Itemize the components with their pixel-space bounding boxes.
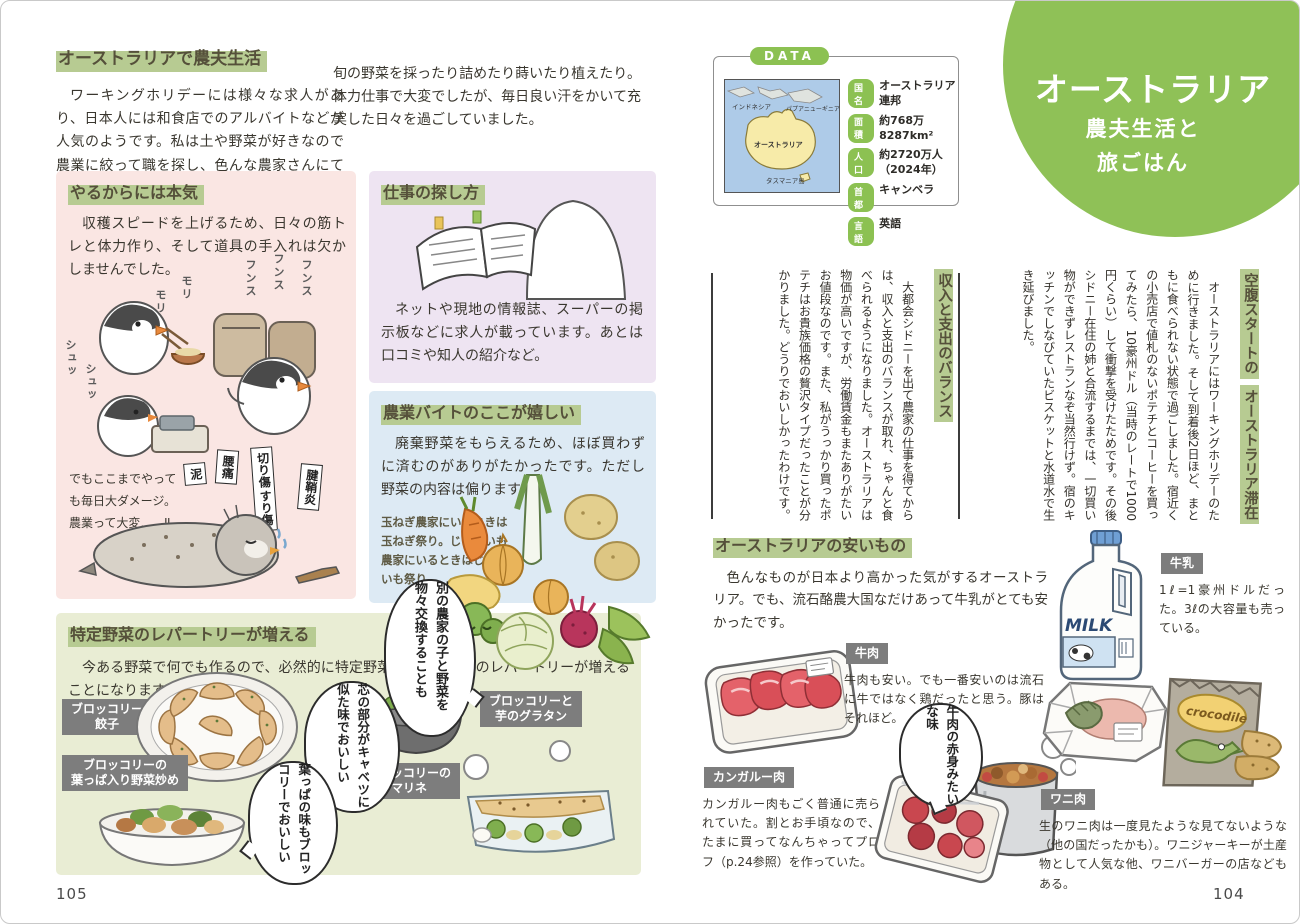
chapter-title: オーストラリア — [1034, 70, 1272, 109]
croc-text: 生のワニ肉は一度見たような見てないような（他の国だったかも）。ワニジャーキーが土… — [1039, 819, 1287, 891]
hungry-start-title-line2: オーストラリア滞在 — [1239, 385, 1259, 524]
bird-reading-illustration — [415, 199, 627, 300]
hungry-start-body: オーストラリアにはワーキングホリデーのために行きました。そして到着後2日ほど、ま… — [1020, 269, 1221, 521]
map-label-png: パプアニューギニア — [786, 106, 840, 113]
exhausted-bird-illustration — [78, 504, 341, 588]
left-page-title: オーストラリアで農夫生活 — [56, 48, 268, 73]
balance-title: 収入と支出のバランス — [928, 269, 955, 525]
trade-speech-bubble: 別の農家の子と野菜を物々交換することも — [384, 579, 476, 737]
kangaroo-meat-illustration — [874, 775, 1009, 884]
training-box-body: 収穫スピードを上げるため、日々の筋トレと体力作り、そして道具の手入れは欠かしませ… — [68, 216, 346, 279]
australia-map: インドネシア パプアニューギニア オーストラリア タスマニア島 — [724, 79, 840, 193]
repertoire-box-title: 特定野菜のレパートリーが増える — [68, 624, 316, 647]
trade-bubble-text: 別の農家の子と野菜を物々交換することも — [412, 581, 449, 711]
milk-label: 牛乳 — [1161, 553, 1204, 574]
sfx-funsu-2: フンス — [272, 253, 285, 292]
balance-title-line: 収入と支出のバランス — [933, 269, 953, 422]
data-value-population: 約2720万人（2024年） — [879, 148, 943, 177]
stirfry-label: ブロッコリーの 葉っぱ入り野菜炒め — [62, 755, 189, 791]
data-row-language: 言語 英語 — [848, 217, 958, 247]
map-label-tasmania: タスマニア島 — [766, 176, 805, 185]
sfx-mori-2: モリ — [180, 275, 193, 301]
map-label-indonesia: インドネシア — [732, 103, 772, 111]
data-pill-population: 人口 — [848, 148, 875, 178]
perks-box-title: 農業バイトのここが嬉しい — [381, 402, 582, 425]
sfx-mori-1: モリ — [154, 289, 167, 315]
chapter-subtitle-2: 旅ごはん — [1097, 151, 1189, 175]
job-search-title: 仕事の探し方 — [381, 182, 486, 205]
injury-label-backpain: 腰痛 — [219, 454, 236, 480]
intro-paragraph-col2: 旬の野菜を採ったり詰めたり蒔いたり植えたり。体力仕事で大変でしたが、毎日良い汗を… — [333, 66, 641, 129]
repertoire-box-body: 今ある野菜で何でも作るので、必然的に特定野菜を使った料理のレパートリーが増えるこ… — [68, 660, 630, 700]
data-value-country: オーストラリア連邦 — [879, 79, 956, 107]
milk-bottle-illustration: MILK — [1059, 530, 1143, 681]
cheap-section-intro: 色んなものが日本より高かった気がするオーストラリア。でも、流石酪農大国なだけあっ… — [713, 570, 1048, 631]
training-box: やるからには本気 収穫スピードを上げるため、日々の筋トレと体力作り、そして道具の… — [56, 171, 356, 599]
sfx-shu-1: シュッ — [64, 339, 77, 378]
crocodile-meat-illustration — [1042, 681, 1168, 763]
croc-label: ワニ肉 — [1041, 789, 1096, 810]
data-pill-area: 面積 — [848, 113, 875, 143]
leaf-taste-text: 葉っぱの味もブロッコリーでおいしい — [276, 763, 312, 876]
hungry-start-section: 空腹スタートの オーストラリア滞在 オーストラリアにはワーキングホリデーのために… — [963, 269, 1261, 525]
country-data-box: DATA インドネシア パプアニューギニア オーストラリア タスマニア島 国名 … — [713, 47, 959, 247]
sfx-funsu-3: フンス — [300, 259, 313, 298]
hungry-start-title: 空腹スタートの オーストラリア滞在 — [1234, 269, 1261, 525]
data-row-capital: 首都 キャンベラ — [848, 183, 958, 213]
injury-label-mud: 泥 — [188, 467, 204, 481]
data-pill-country: 国名 — [848, 79, 875, 108]
birds-eating-illustration — [97, 301, 316, 457]
beef-text: 牛肉も安い。でも一番安いのは流石に牛ではなく鶏だったと思う。豚はそれほど。 — [844, 673, 1044, 726]
job-search-box: 仕事の探し方 ネットや現地の情報誌、スーパーの掲示板などに求人が載っています。あ… — [369, 171, 656, 383]
data-row-country: 国名 オーストラリア連邦 — [848, 79, 958, 109]
country-data-rows: 国名 オーストラリア連邦 面積 約768万8287km² 人口 約2720万人（… — [848, 79, 958, 251]
job-search-body: ネットや現地の情報誌、スーパーの掲示板などに求人が載っています。あとは口コミや知… — [381, 302, 643, 365]
data-tab: DATA — [750, 47, 829, 65]
beef-tray-illustration — [704, 650, 859, 754]
injury-label-cut: 切り傷 — [255, 451, 272, 489]
broccoli-gyoza-illustration — [136, 672, 298, 782]
gratin-illustration — [463, 740, 616, 853]
data-row-area: 面積 約768万8287km² — [848, 113, 958, 144]
injury-tag-backpain: 腰痛 — [214, 449, 239, 485]
kangaroo-label: カンガルー肉 — [704, 767, 795, 788]
page-number-left: 105 — [56, 885, 88, 903]
sfx-shu-2: シュッ — [84, 363, 97, 402]
beef-label: 牛肉 — [846, 643, 889, 664]
leaf-taste-bubble: 葉っぱの味もブロッコリーでおいしい — [248, 761, 338, 885]
page-number-right: 104 — [1213, 885, 1245, 903]
stirfry-illustration — [98, 805, 246, 867]
chapter-subtitle-1: 農夫生活と — [1085, 117, 1201, 141]
section-end-rule — [711, 273, 713, 519]
beef-taste-bubble: 牛肉の赤身みたいな味 — [899, 703, 983, 807]
gratin-label: ブロッコリーと 芋のグラタン — [480, 691, 583, 727]
cheap-section-title: オーストラリアの安いもの — [713, 535, 913, 558]
injury-tag-mud: 泥 — [183, 462, 207, 486]
sfx-funsu-1: フンス — [244, 259, 257, 298]
milk-brand-text: MILK — [1065, 616, 1114, 636]
beef-taste-text: 牛肉の赤身みたいな味 — [924, 705, 960, 805]
map-label-australia: オーストラリア — [754, 141, 803, 149]
training-box-title: やるからには本気 — [68, 182, 205, 205]
balance-section: 収入と支出のバランス 大都会シドニーを出て農家の仕事を得てからは、収入と支出のバ… — [717, 269, 955, 525]
data-value-language: 英語 — [879, 217, 902, 231]
hungry-start-title-line1: 空腹スタートの — [1239, 269, 1259, 379]
perks-box-body: 廃棄野菜をもらえるため、ほぼ買わずに済むのがありがたかったです。ただし野菜の内容… — [381, 436, 645, 499]
repertoire-box: 特定野菜のレパートリーが増える 今ある野菜で何でも作るので、必然的に特定野菜を使… — [56, 613, 641, 885]
core-taste-text: 芯の部分がキャベツに似た味でおいしい — [335, 683, 371, 808]
balance-body: 大都会シドニーを出て農家の仕事を得てからは、収入と支出のバランスが取れ、ちゃんと… — [776, 269, 915, 521]
data-pill-capital: 首都 — [848, 183, 875, 213]
crocodile-jerky-bag-illustration: crocodile — [1162, 677, 1283, 787]
data-row-population: 人口 約2720万人（2024年） — [848, 148, 958, 178]
kangaroo-text: カンガルー肉もごく普通に売られていた。割とお手頃なので、たまに買ってなんちゃって… — [702, 797, 880, 869]
section-divider-rule — [958, 273, 960, 519]
milk-text: 1ℓ=1豪州ドルだった。3ℓの大容量も売っている。 — [1159, 583, 1285, 636]
data-pill-language: 言語 — [848, 217, 875, 247]
data-value-area: 約768万8287km² — [879, 113, 934, 142]
data-value-capital: キャンベラ — [879, 183, 935, 197]
gyoza-label: ブロッコリー 餃子 — [62, 699, 153, 735]
